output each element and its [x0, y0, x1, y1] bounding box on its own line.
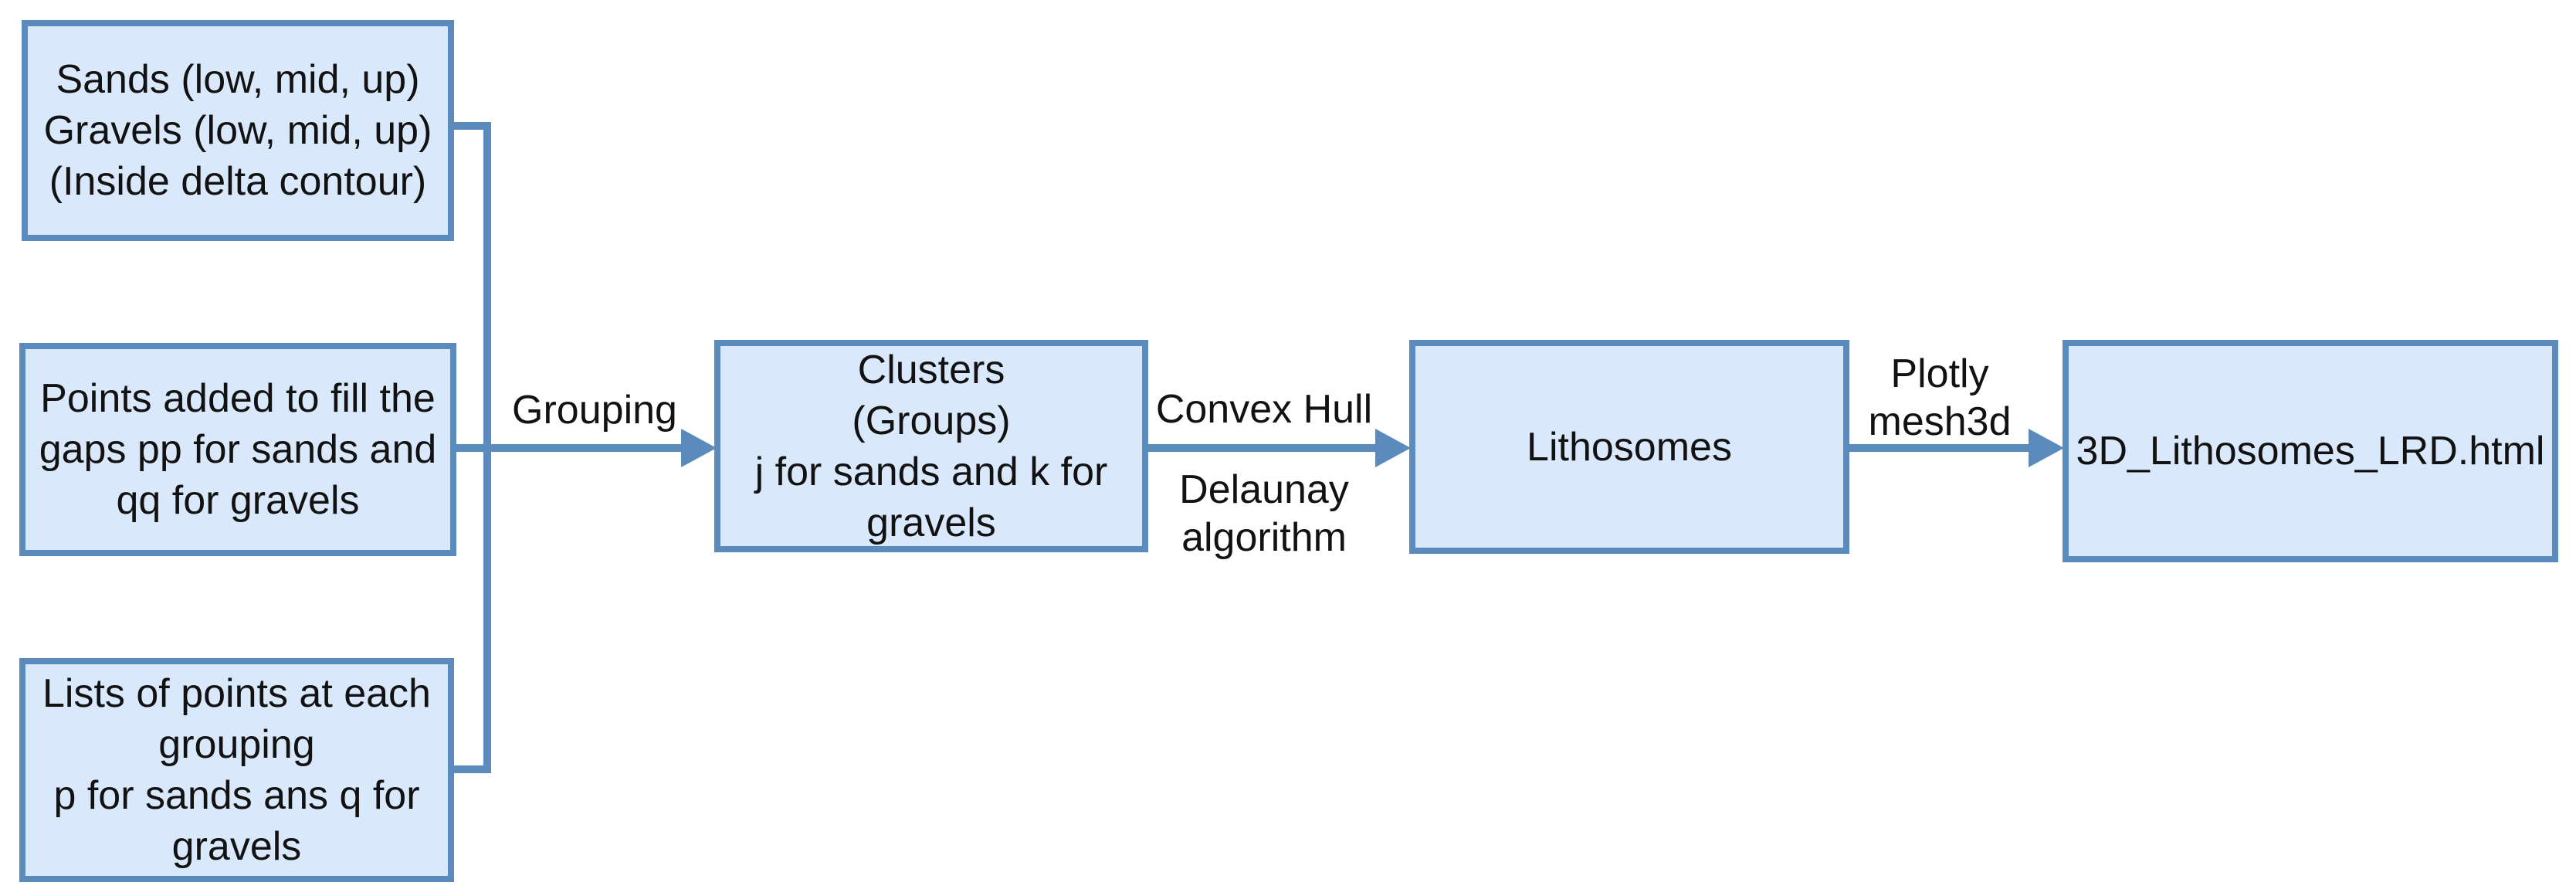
node-text-line: (Inside delta contour) [49, 159, 427, 204]
node-text-line: Gravels (low, mid, up) [43, 108, 432, 153]
node-output-html-file: 3D_Lithosomes_LRD.html [2062, 340, 2558, 562]
connector-stub-bottom [454, 765, 491, 773]
edge-label-line: Grouping [512, 388, 677, 433]
edge-label-plotly-mesh3d: Plotly mesh3d [1869, 350, 2012, 446]
node-text-line: qq for gravels [116, 478, 360, 523]
arrow-plotly-shaft [1849, 444, 2030, 452]
edge-label-line: Convex Hull [1155, 387, 1373, 432]
edge-label-line: Delaunay [1179, 467, 1349, 512]
edge-label-line: Plotly [1890, 351, 1989, 396]
node-text-line: (Groups) [852, 398, 1011, 443]
edge-label-delaunay-algorithm: Delaunay algorithm [1179, 466, 1349, 562]
node-text-line: gaps pp for sands and [39, 427, 437, 472]
edge-label-line: algorithm [1181, 515, 1347, 560]
node-clusters: Clusters (Groups) j for sands and k for … [714, 340, 1148, 552]
node-points-added: Points added to fill the gaps pp for san… [19, 343, 456, 556]
edge-label-grouping: Grouping [512, 386, 677, 434]
arrow-grouping-shaft [456, 444, 685, 452]
node-text-line: j for sands and k for [754, 449, 1108, 494]
arrow-convexhull-shaft [1148, 444, 1377, 452]
arrow-plotly-head-icon [2029, 429, 2064, 467]
edge-label-line: mesh3d [1868, 399, 2012, 444]
node-text-line: gravels [866, 500, 996, 545]
node-text-line: Lists of points at each [42, 671, 431, 716]
node-lists-of-points: Lists of points at each grouping p for s… [19, 658, 454, 882]
node-text-line: grouping [158, 722, 315, 767]
node-text-line: p for sands ans q for [53, 773, 420, 818]
edge-label-convex-hull: Convex Hull [1156, 385, 1372, 433]
node-text-line: gravels [171, 824, 302, 869]
node-sands-gravels: Sands (low, mid, up) Gravels (low, mid, … [22, 20, 454, 241]
connector-stub-top [454, 122, 491, 130]
node-text-line: Lithosomes [1527, 424, 1732, 470]
node-lithosomes: Lithosomes [1409, 340, 1849, 554]
arrow-convexhull-head-icon [1375, 429, 1411, 467]
node-text-line: 3D_Lithosomes_LRD.html [2076, 429, 2545, 473]
arrow-grouping-head-icon [681, 429, 717, 467]
node-text-line: Clusters [857, 347, 1005, 392]
node-text-line: Points added to fill the [40, 376, 436, 421]
node-text-line: Sands (low, mid, up) [56, 57, 420, 102]
